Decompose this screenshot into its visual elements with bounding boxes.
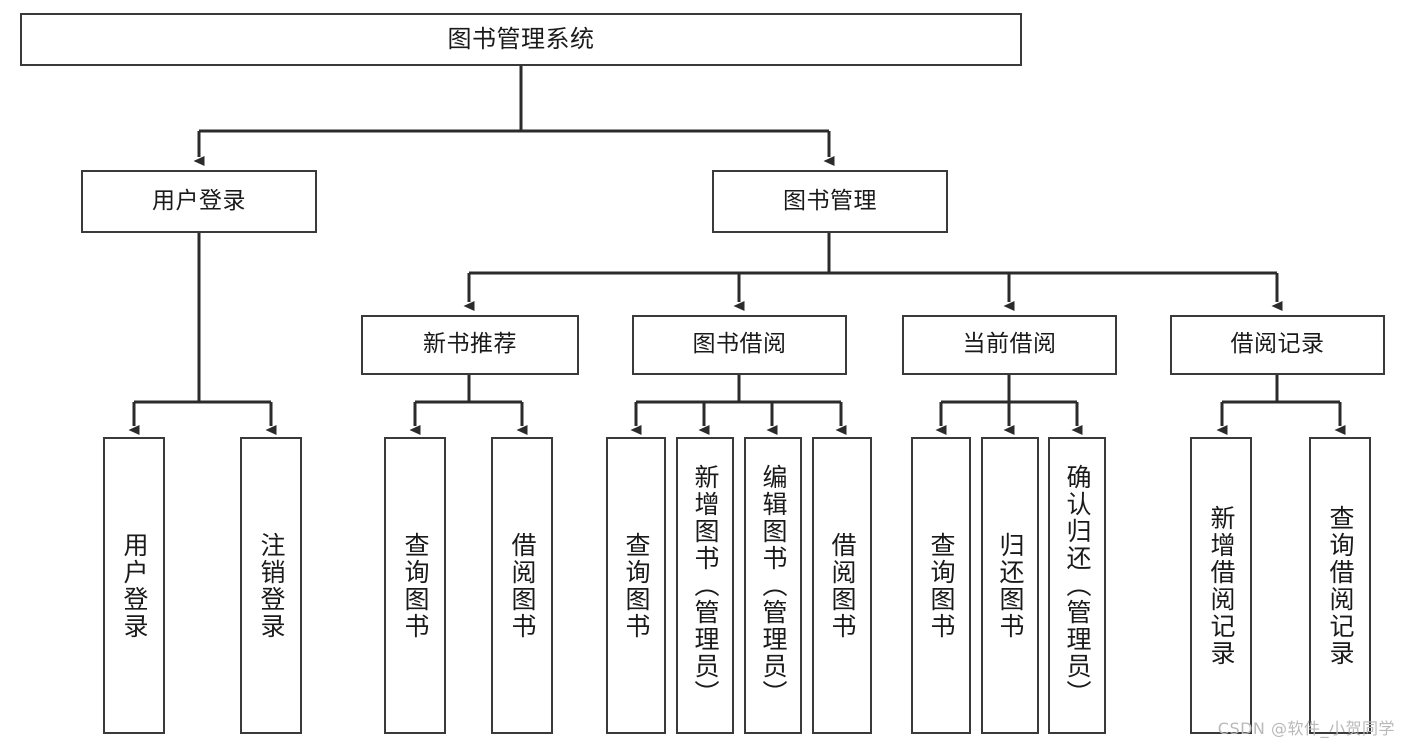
node-book-management-label: 图书管理 (783, 187, 877, 214)
csdn-watermark: CSDN @软件_小贺同学 (1217, 719, 1395, 738)
leaf-query-book-2-label: 查询图书 (622, 531, 651, 640)
node-root[interactable]: 图书管理系统 (20, 13, 1022, 66)
leaf-return-book-label: 归还图书 (996, 531, 1025, 640)
node-book-management[interactable]: 图书管理 (712, 170, 948, 233)
leaf-add-book[interactable]: 新增图书（管理员） (676, 437, 734, 734)
leaf-query-book-3-label: 查询图书 (927, 531, 956, 640)
node-borrow-record[interactable]: 借阅记录 (1170, 315, 1385, 375)
node-user-login[interactable]: 用户登录 (81, 170, 317, 233)
leaf-confirm-return[interactable]: 确认归还（管理员） (1048, 437, 1106, 734)
leaf-query-book-1[interactable]: 查询图书 (384, 437, 446, 734)
node-book-borrow[interactable]: 图书借阅 (632, 315, 847, 375)
node-new-book-recommend[interactable]: 新书推荐 (361, 315, 579, 375)
node-new-book-recommend-label: 新书推荐 (423, 331, 517, 358)
leaf-edit-book[interactable]: 编辑图书（管理员） (744, 437, 802, 734)
leaf-confirm-return-label: 确认归还（管理员） (1063, 464, 1092, 707)
leaf-add-book-label: 新增图书（管理员） (691, 464, 720, 707)
node-current-borrow-label: 当前借阅 (962, 331, 1057, 358)
leaf-add-borrow-record[interactable]: 新增借阅记录 (1190, 437, 1252, 734)
leaf-logout[interactable]: 注销登录 (240, 437, 302, 734)
node-root-label: 图书管理系统 (447, 25, 595, 54)
leaf-query-book-3[interactable]: 查询图书 (911, 437, 971, 734)
leaf-return-book[interactable]: 归还图书 (981, 437, 1039, 734)
leaf-user-login[interactable]: 用户登录 (103, 437, 165, 734)
leaf-query-borrow-record[interactable]: 查询借阅记录 (1309, 437, 1371, 734)
leaf-query-book-2[interactable]: 查询图书 (606, 437, 666, 734)
node-borrow-record-label: 借阅记录 (1230, 331, 1325, 358)
leaf-add-borrow-record-label: 新增借阅记录 (1207, 504, 1236, 667)
leaf-query-book-1-label: 查询图书 (401, 531, 430, 640)
leaf-borrow-book-2-label: 借阅图书 (828, 531, 857, 640)
leaf-borrow-book-2[interactable]: 借阅图书 (812, 437, 872, 734)
node-current-borrow[interactable]: 当前借阅 (902, 315, 1117, 375)
leaf-user-login-label: 用户登录 (120, 531, 149, 640)
leaf-borrow-book-1-label: 借阅图书 (508, 531, 537, 640)
node-book-borrow-label: 图书借阅 (692, 331, 787, 358)
leaf-edit-book-label: 编辑图书（管理员） (759, 464, 788, 707)
leaf-borrow-book-1[interactable]: 借阅图书 (491, 437, 553, 734)
leaf-logout-label: 注销登录 (257, 531, 286, 640)
leaf-query-borrow-record-label: 查询借阅记录 (1326, 504, 1355, 667)
node-user-login-label: 用户登录 (152, 187, 246, 214)
